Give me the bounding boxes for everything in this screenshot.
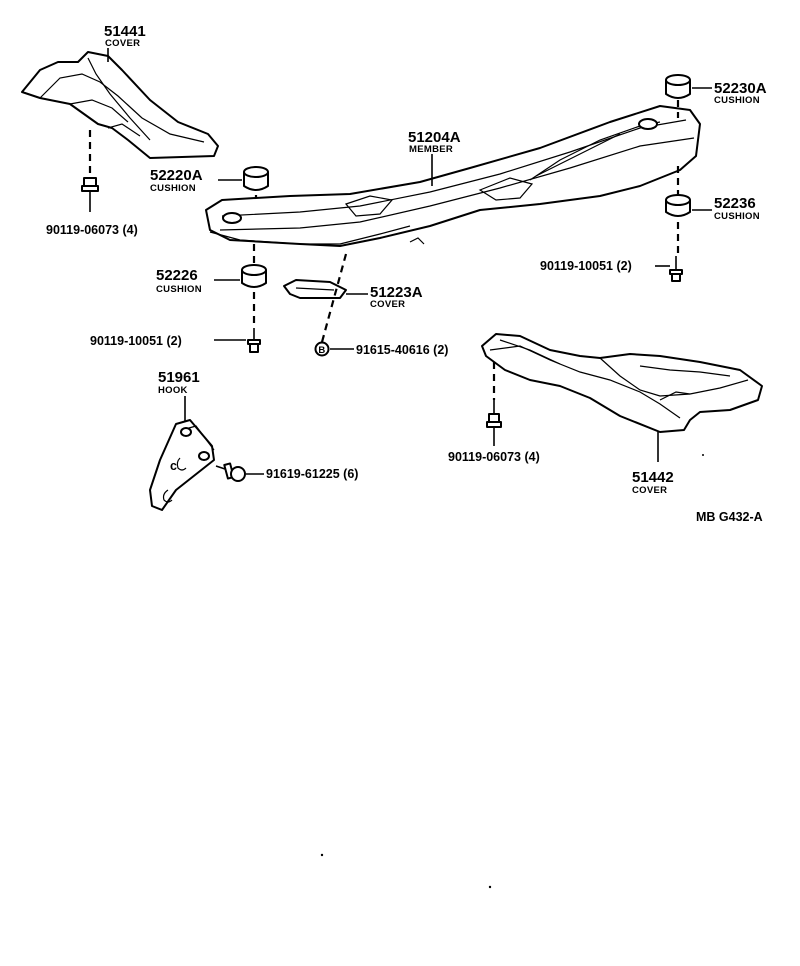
- scan-speck: [702, 454, 704, 456]
- cover-51442-drawing: [481, 333, 763, 433]
- cushion-52220A-drawing: [243, 166, 269, 191]
- clip-b-icon: B: [314, 341, 330, 357]
- bolt-icon-left: [81, 177, 99, 212]
- part-number-52236: 52236: [714, 195, 756, 212]
- part-name-51223A: COVER: [370, 299, 405, 310]
- hook-51961-drawing: c: [149, 419, 215, 511]
- part-number-52220A: 52220A: [150, 167, 203, 184]
- fastener-90119-10051-left: 90119-10051 (2): [90, 334, 182, 348]
- scan-speck: [488, 885, 492, 889]
- part-name-51204A: MEMBER: [409, 144, 453, 155]
- cushion-52230A-drawing: [665, 74, 691, 99]
- cushion-52226-drawing: [241, 264, 267, 288]
- diagram-reference: MB G432-A: [696, 510, 763, 524]
- bolt-icon-hook: [215, 462, 246, 482]
- part-number-52226: 52226: [156, 267, 198, 284]
- fastener-90119-06073-left: 90119-06073 (4): [46, 223, 138, 237]
- cover-51223A-drawing: [283, 279, 347, 299]
- bolt-icon-lower-left: [247, 328, 261, 353]
- part-number-52230A: 52230A: [714, 80, 767, 97]
- bolt-icon-right-upper: [669, 256, 683, 282]
- part-name-52236: CUSHION: [714, 211, 760, 222]
- scan-speck: [320, 853, 324, 857]
- fastener-90119-06073-right: 90119-06073 (4): [448, 450, 540, 464]
- part-name-51441: COVER: [105, 38, 140, 49]
- fastener-90119-10051-right: 90119-10051 (2): [540, 259, 632, 273]
- part-name-52230A: CUSHION: [714, 95, 760, 106]
- cover-51441-drawing: [21, 51, 219, 159]
- part-name-52226: CUSHION: [156, 284, 202, 295]
- member-51204A-drawing: [205, 105, 701, 247]
- part-name-52220A: CUSHION: [150, 183, 196, 194]
- fastener-91615-40616: 91615-40616 (2): [356, 343, 448, 357]
- part-name-51442: COVER: [632, 485, 667, 496]
- part-name-51961: HOOK: [158, 385, 188, 396]
- part-number-51442: 51442: [632, 469, 674, 486]
- fastener-91619-61225: 91619-61225 (6): [266, 467, 358, 481]
- dashed-line-clip: [320, 253, 348, 343]
- part-number-51223A: 51223A: [370, 284, 423, 301]
- part-number-51441: 51441: [104, 23, 146, 40]
- part-number-51204A: 51204A: [408, 129, 461, 146]
- cushion-52236-drawing: [665, 194, 691, 217]
- clip-symbol: B: [318, 345, 325, 356]
- svg-text:c: c: [170, 459, 177, 473]
- part-number-51961: 51961: [158, 369, 200, 386]
- bolt-icon-right-cover: [486, 400, 502, 428]
